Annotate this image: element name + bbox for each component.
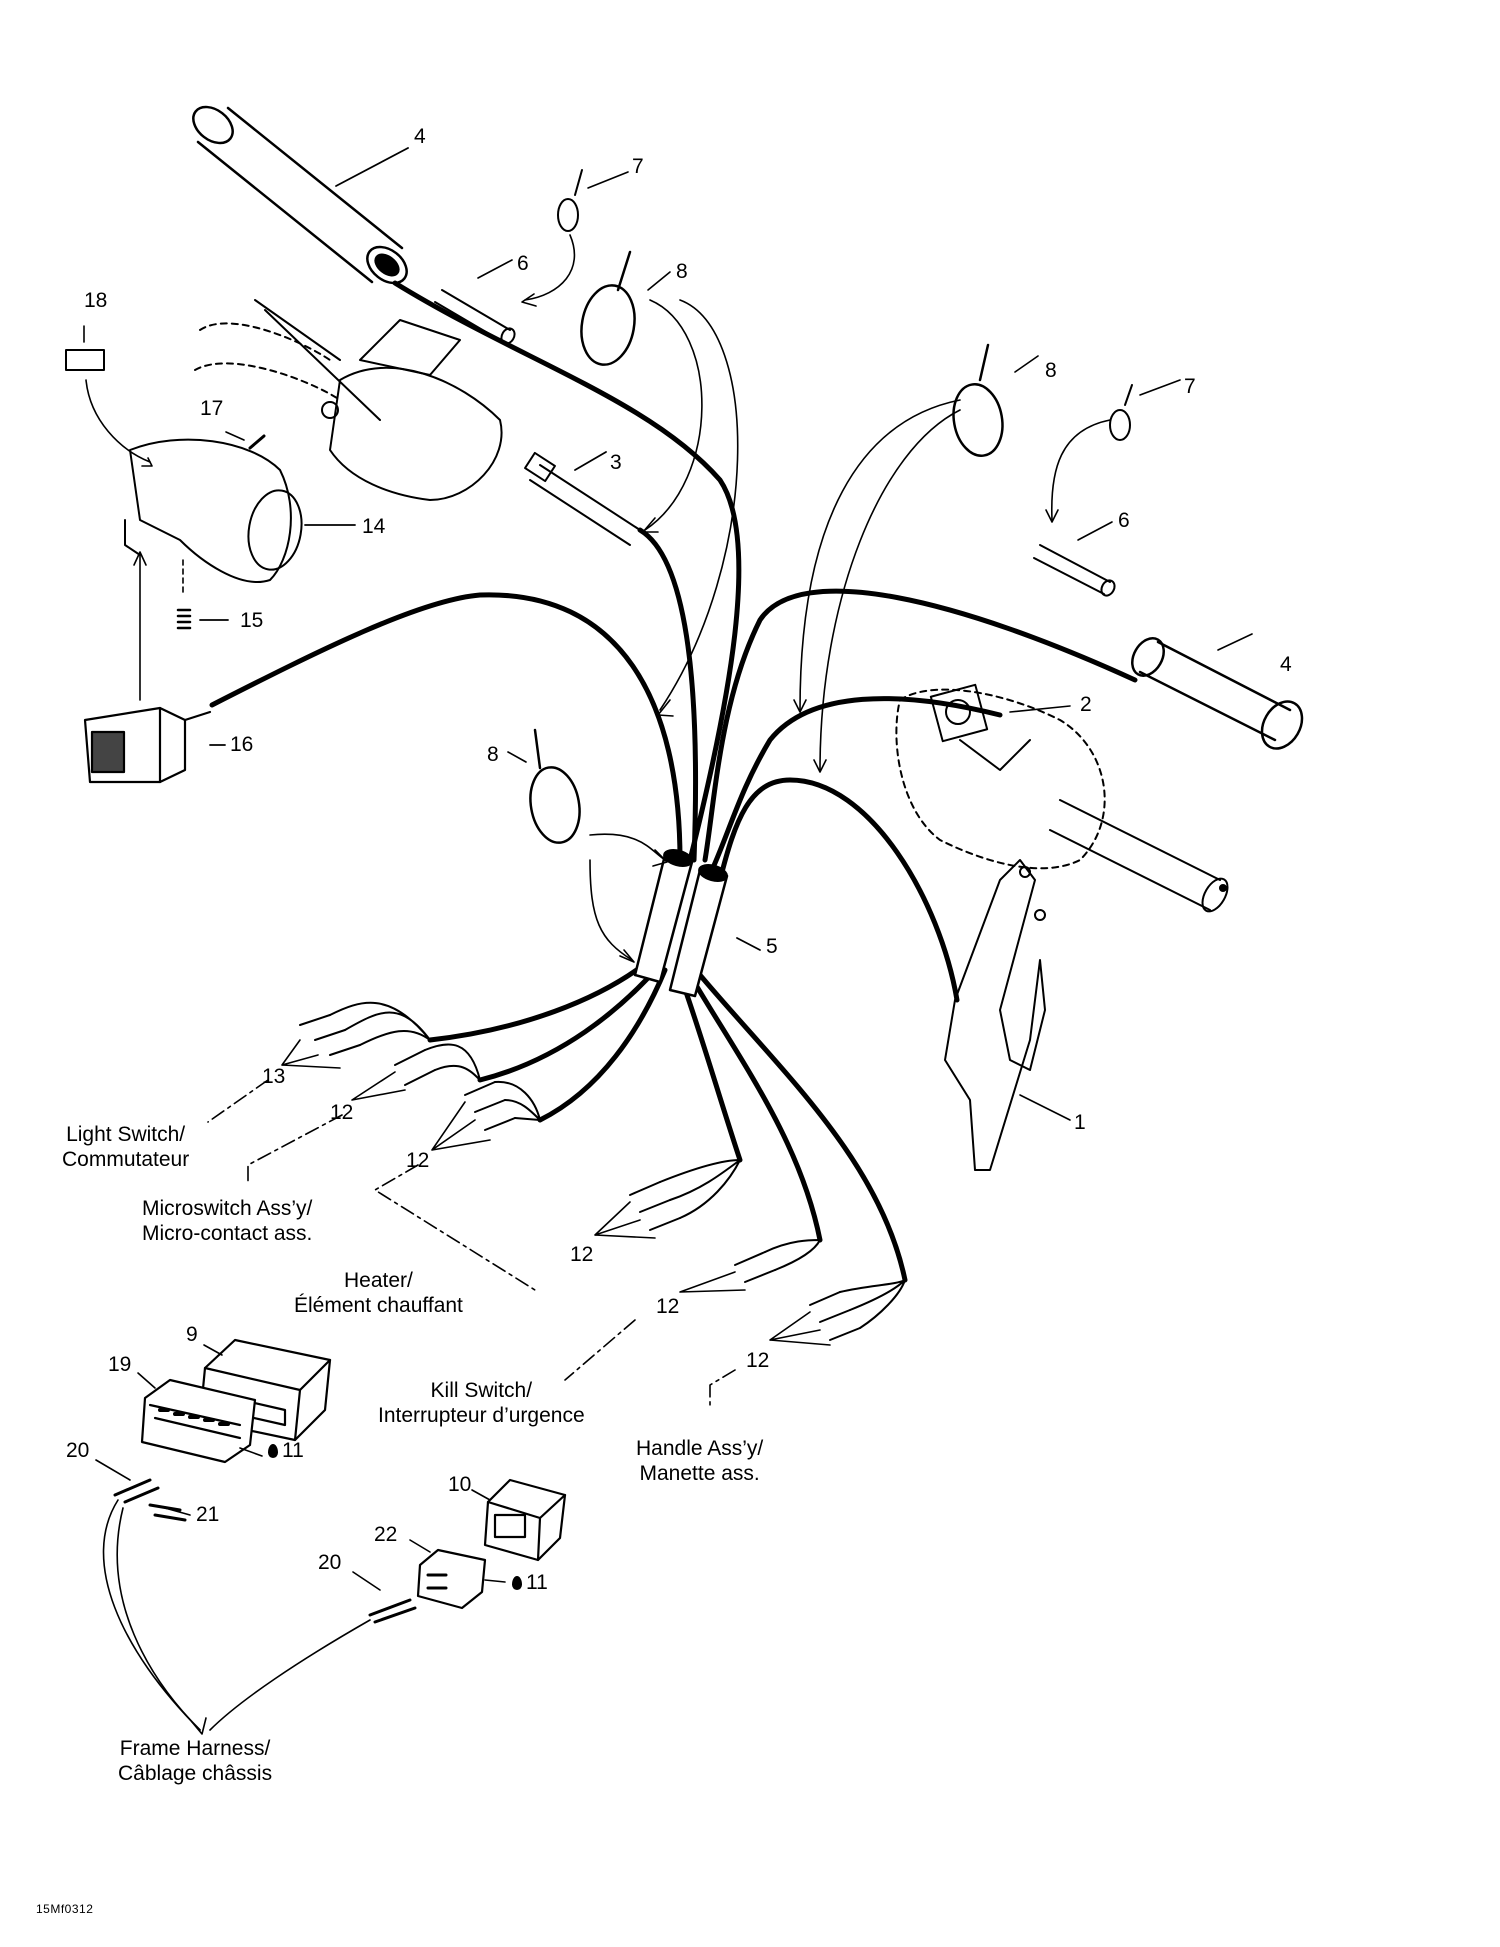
label-light-switch-fr: Commutateur <box>62 1148 190 1171</box>
label-handle: Handle Ass’y/ Manette ass. <box>636 1436 763 1486</box>
callout-11-a: 11 <box>268 1440 304 1462</box>
harness-wires <box>209 280 1138 1283</box>
callout-4-top: 4 <box>414 125 426 148</box>
callout-4-right: 4 <box>1280 653 1292 676</box>
label-kill-switch: Kill Switch/ Interrupteur d’urgence <box>378 1378 585 1428</box>
cable-tie-7b <box>1109 384 1133 441</box>
callout-12-b: 12 <box>406 1149 430 1172</box>
callout-8-top: 8 <box>676 260 688 283</box>
label-microswitch: Microswitch Ass’y/ Micro-contact ass. <box>142 1196 312 1246</box>
switch-3 <box>524 451 641 546</box>
label-heater-fr: Élément chauffant <box>294 1294 463 1317</box>
callout-9: 9 <box>186 1323 198 1346</box>
label-kill-switch-en: Kill Switch/ <box>430 1379 533 1402</box>
callout-6-right: 6 <box>1118 509 1130 532</box>
shrink-sleeve-6a <box>434 289 516 345</box>
label-light-switch: Light Switch/ Commutateur <box>62 1122 189 1172</box>
label-heater-en: Heater/ <box>344 1269 413 1292</box>
callout-7-top: 7 <box>632 155 644 178</box>
right-handlebar-control <box>895 683 1229 913</box>
callout-18: 18 <box>84 289 108 312</box>
cable-tie-8b <box>952 343 1004 457</box>
dash-dot-leaders <box>207 1079 736 1406</box>
callout-8-right: 8 <box>1045 359 1057 382</box>
callout-12-a: 12 <box>330 1101 354 1124</box>
grip-heater-top <box>192 105 408 285</box>
callout-arrows <box>281 1039 831 1346</box>
callout-22: 22 <box>374 1523 398 1546</box>
callout-16: 16 <box>230 733 254 756</box>
label-handle-en: Handle Ass’y/ <box>636 1437 764 1460</box>
light-switch-body <box>83 706 212 784</box>
callout-12-e: 12 <box>746 1349 770 1372</box>
callout-19: 19 <box>108 1353 132 1376</box>
callout-2: 2 <box>1080 693 1092 716</box>
callout-7-right: 7 <box>1184 375 1196 398</box>
callout-5: 5 <box>766 935 778 958</box>
callout-12-d: 12 <box>656 1295 680 1318</box>
label-frame-harness-en: Frame Harness/ <box>119 1737 271 1760</box>
callout-15: 15 <box>240 609 264 632</box>
decal <box>65 349 105 371</box>
bracket <box>944 859 1046 1171</box>
figure-code: 15Mf0312 <box>36 1902 94 1916</box>
label-light-switch-en: Light Switch/ <box>66 1123 186 1146</box>
callout-21: 21 <box>196 1503 220 1526</box>
callout-17: 17 <box>200 397 224 420</box>
label-frame-harness-fr: Câblage châssis <box>118 1762 273 1785</box>
label-microswitch-en: Microswitch Ass’y/ <box>142 1197 313 1220</box>
sealant-drop-icon <box>268 1444 278 1458</box>
callout-14: 14 <box>362 515 386 538</box>
sealant-drop-icon <box>512 1576 522 1590</box>
callout-8-lower: 8 <box>487 743 499 766</box>
label-handle-fr: Manette ass. <box>639 1462 760 1485</box>
cable-tie-7a <box>557 169 583 232</box>
callout-20-a: 20 <box>66 1439 90 1462</box>
callout-12-c: 12 <box>570 1243 594 1266</box>
harness-sleeve <box>633 849 729 998</box>
callout-1: 1 <box>1074 1111 1086 1134</box>
connector-housings <box>113 1338 567 1624</box>
left-handlebar-control <box>124 299 503 583</box>
cable-tie-8c <box>529 728 581 844</box>
callout-13: 13 <box>262 1065 286 1088</box>
callout-3: 3 <box>610 451 622 474</box>
callout-11-b: 11 <box>512 1572 548 1594</box>
connector-leaders <box>95 1344 506 1735</box>
label-heater: Heater/ Élément chauffant <box>294 1268 463 1318</box>
label-microswitch-fr: Micro-contact ass. <box>142 1222 313 1245</box>
callout-20-b: 20 <box>318 1551 342 1574</box>
cable-tie-8a <box>580 250 636 366</box>
grip-heater-right <box>1131 637 1304 750</box>
label-frame-harness: Frame Harness/ Câblage châssis <box>118 1736 272 1786</box>
shrink-sleeve-6b <box>1033 544 1116 597</box>
label-kill-switch-fr: Interrupteur d’urgence <box>378 1404 585 1427</box>
callout-6-top: 6 <box>517 252 529 275</box>
terminals <box>299 1001 906 1341</box>
callout-10: 10 <box>448 1473 472 1496</box>
